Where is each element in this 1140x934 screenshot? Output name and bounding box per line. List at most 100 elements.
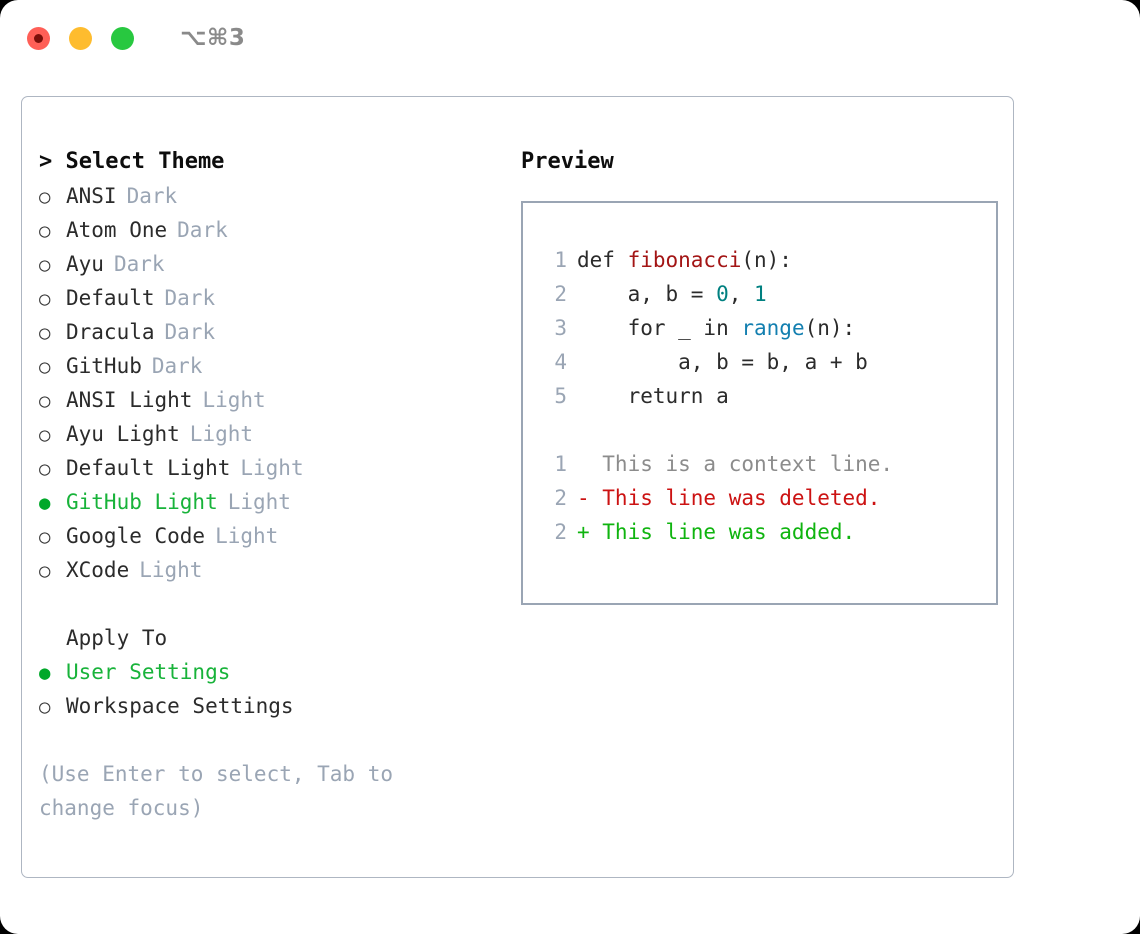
theme-variant-badge: Dark (164, 320, 216, 344)
theme-variant-badge: Dark (113, 252, 165, 276)
code-line-number: 1 (554, 248, 567, 272)
diff-line-number: 1 (554, 452, 567, 476)
theme-option-dracula[interactable]: ○ Dracula Dark (39, 315, 499, 349)
radio-unselected-icon: ○ (39, 322, 51, 344)
radio-selected-icon: ● (39, 492, 51, 514)
radio-unselected-icon: ○ (39, 424, 51, 446)
keyboard-hint: (Use Enter to select, Tab to change focu… (39, 762, 406, 820)
page-title: > Select Theme (39, 149, 225, 174)
radio-unselected-icon: ○ (39, 526, 51, 548)
apply-to-option-label: User Settings (66, 660, 231, 684)
theme-option-label: Dracula (66, 320, 155, 344)
theme-option-label: XCode (66, 558, 130, 582)
diff-line-content: This is a context line. (577, 452, 894, 476)
code-token: return a (577, 384, 729, 408)
radio-unselected-icon: ○ (39, 560, 51, 582)
code-line-content: a, b = 0, 1 (577, 277, 767, 311)
theme-variant-badge: Dark (151, 354, 203, 378)
theme-variant-badge: Light (139, 558, 203, 582)
radio-unselected-icon: ○ (39, 390, 51, 412)
code-line-content: return a (577, 379, 729, 413)
apply-to-option-user-settings[interactable]: ● User Settings (39, 655, 499, 689)
preview-gap (541, 413, 996, 447)
theme-option-label: ANSI Light (66, 388, 193, 412)
code-token: (n): (804, 316, 856, 340)
apply-to-option-workspace-settings[interactable]: ○Workspace Settings (39, 689, 499, 723)
radio-unselected-icon: ○ (39, 186, 51, 208)
theme-option-label: Google Code (66, 524, 206, 548)
radio-unselected-icon: ○ (39, 220, 51, 242)
code-token: range (741, 316, 805, 340)
radio-unselected-icon: ○ (39, 696, 51, 718)
theme-variant-badge: Dark (126, 184, 178, 208)
close-window-button[interactable] (27, 26, 50, 50)
radio-unselected-icon: ○ (39, 254, 51, 276)
code-token: , (728, 282, 755, 306)
code-token: a, b = b, a + b (577, 350, 868, 374)
title-bar: ⌥⌘3 (0, 0, 1140, 76)
diff-line-content: - This line was deleted. (577, 486, 881, 510)
code-token: a, b = (577, 282, 717, 306)
code-token: 1 (754, 282, 767, 306)
theme-variant-badge: Light (189, 422, 254, 446)
apply-to-list[interactable]: ● User Settings ○Workspace Settings (39, 655, 499, 723)
traffic-lights (27, 26, 134, 50)
theme-option-label: Atom One (66, 218, 168, 242)
close-icon (34, 33, 43, 43)
theme-variant-badge: Light (215, 524, 279, 548)
minimize-window-button[interactable] (69, 26, 92, 50)
radio-unselected-icon: ○ (39, 458, 51, 480)
code-line: 2 a, b = 0, 1 (541, 277, 996, 311)
theme-option-ayu[interactable]: ○ Ayu Dark (39, 247, 499, 281)
theme-variant-badge: Light (227, 490, 291, 514)
theme-variant-badge: Dark (164, 286, 216, 310)
theme-option-label: ANSI (66, 184, 117, 208)
diff-line-number: 2 (554, 520, 567, 544)
section-spacer (39, 587, 499, 621)
code-line: 3 for _ in range(n): (541, 311, 996, 345)
diff-line-number: 2 (554, 486, 567, 510)
theme-option-label: Default Light (66, 456, 231, 480)
theme-variant-badge: Light (202, 388, 266, 412)
code-line-content: for _ in range(n): (577, 311, 856, 345)
theme-variant-badge: Dark (177, 218, 228, 242)
code-line-content: a, b = b, a + b (577, 345, 868, 379)
maximize-window-button[interactable] (111, 26, 134, 50)
theme-variant-badge: Light (240, 456, 304, 480)
theme-option-google-code[interactable]: ○ Google Code Light (39, 519, 499, 553)
diff-line: 1 This is a context line. (541, 447, 996, 481)
theme-option-xcode[interactable]: ○ XCode Light (39, 553, 499, 587)
preview-heading: Preview (521, 149, 614, 174)
theme-option-label: Ayu Light (66, 422, 180, 446)
theme-option-label: Ayu (66, 252, 104, 276)
theme-option-default-light[interactable]: ○ Default Light Light (39, 451, 499, 485)
diff-line: 2+ This line was added. (541, 515, 996, 549)
theme-option-atom-one[interactable]: ○ Atom One Dark (39, 213, 499, 247)
code-line: 1 def fibonacci(n): (541, 243, 996, 277)
theme-option-ansi[interactable]: ○ ANSI Dark (39, 179, 499, 213)
theme-option-ansi-light[interactable]: ○ ANSI Light Light (39, 383, 499, 417)
code-line-number: 4 (554, 350, 567, 374)
code-line: 5 return a (541, 379, 996, 413)
apply-to-heading: Apply To (66, 626, 168, 650)
diff-line: 2 - This line was deleted. (541, 481, 996, 515)
radio-unselected-icon: ○ (39, 356, 51, 378)
diff-sample: 1 This is a context line. 2 - This line wa… (541, 447, 996, 549)
theme-option-label: Default (66, 286, 155, 310)
code-line-number: 3 (554, 316, 567, 340)
code-token: 0 (716, 282, 729, 306)
code-token: def (577, 248, 628, 272)
theme-option-ayu-light[interactable]: ○ Ayu Light Light (39, 417, 499, 451)
code-line: 4 a, b = b, a + b (541, 345, 996, 379)
radio-selected-icon: ● (39, 662, 51, 684)
code-line-content: def fibonacci(n): (577, 243, 792, 277)
